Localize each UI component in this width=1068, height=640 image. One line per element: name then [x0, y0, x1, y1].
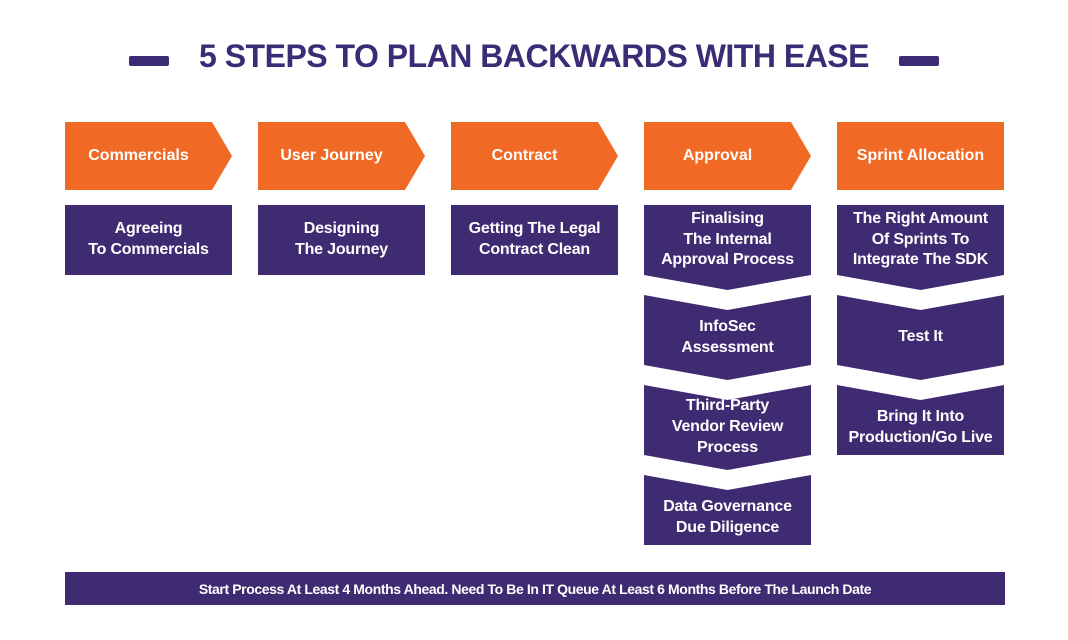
step-box-bring-into-production: Bring It Into Production/Go Live — [837, 385, 1004, 455]
step-box-infosec-assessment: InfoSec Assessment — [644, 295, 811, 380]
step-column-sprint-allocation: Sprint Allocation The Right Amount Of Sp… — [837, 0, 1004, 640]
step-header-contract: Contract — [451, 122, 618, 190]
title-dash-right-icon — [898, 55, 939, 66]
step-box-third-party-vendor-review: Third-Party Vendor Review Process — [644, 385, 811, 470]
step-box-right-amount-of-sprints: The Right Amount Of Sprints To Integrate… — [837, 205, 1004, 290]
page-title: 5 STEPS TO PLAN BACKWARDS WITH EASE — [199, 38, 869, 74]
step-column-approval: Approval Finalising The Internal Approva… — [644, 0, 811, 640]
step-column-commercials: Commercials Agreeing To Commercials — [65, 0, 232, 640]
title-row: 5 STEPS TO PLAN BACKWARDS WITH EASE — [0, 38, 1068, 75]
step-box-finalising-internal-approval: Finalising The Internal Approval Process — [644, 205, 811, 290]
step-header-user-journey: User Journey — [258, 122, 425, 190]
step-column-user-journey: User Journey Designing The Journey — [258, 0, 425, 640]
step-header-sprint-allocation: Sprint Allocation — [837, 122, 1004, 190]
footer-note-bar: Start Process At Least 4 Months Ahead. N… — [65, 572, 1005, 605]
step-column-contract: Contract Getting The Legal Contract Clea… — [451, 0, 618, 640]
step-box-data-governance-due-diligence: Data Governance Due Diligence — [644, 475, 811, 545]
step-box-test-it: Test It — [837, 295, 1004, 380]
step-box-designing-the-journey: Designing The Journey — [258, 205, 425, 275]
title-dash-left-icon — [129, 55, 170, 66]
step-box-agreeing-to-commercials: Agreeing To Commercials — [65, 205, 232, 275]
footer-note: Start Process At Least 4 Months Ahead. N… — [198, 580, 872, 597]
step-header-commercials: Commercials — [65, 122, 232, 190]
step-header-approval: Approval — [644, 122, 811, 190]
step-box-legal-contract-clean: Getting The Legal Contract Clean — [451, 205, 618, 275]
